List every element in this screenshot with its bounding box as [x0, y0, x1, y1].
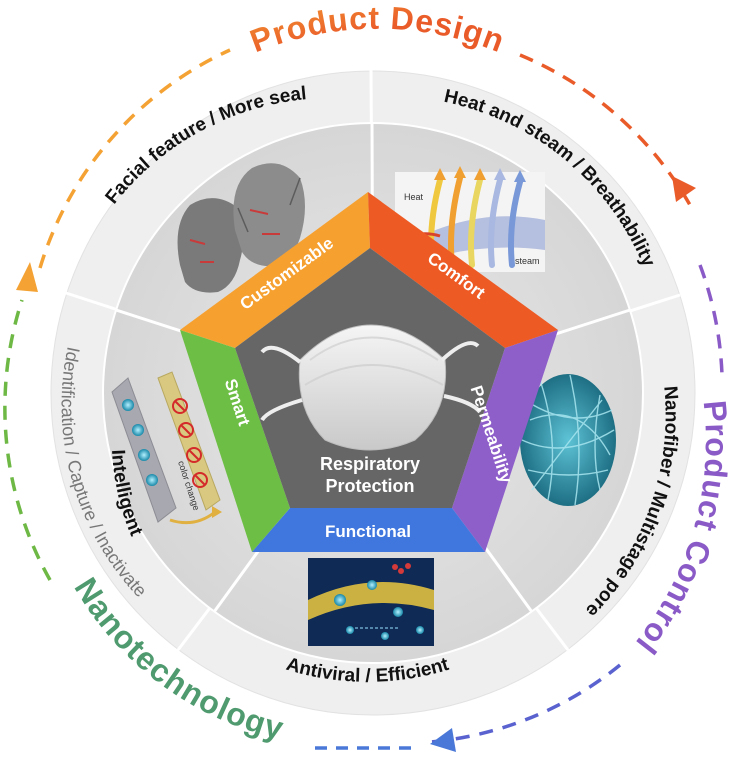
heat-label: Heat: [404, 192, 424, 202]
center-label-line1: Respiratory: [320, 454, 420, 474]
svg-text:Product Design: Product Design: [245, 0, 510, 59]
steam-label: steam: [515, 256, 540, 266]
arrow-orange-icon: [16, 262, 38, 292]
arrow-blue-icon: [430, 728, 456, 752]
functional-label: Functional: [325, 522, 411, 541]
heads-image: [177, 163, 305, 293]
pentagon-band-customizable: [180, 192, 370, 348]
pentagon-band-permeability: [452, 330, 558, 552]
pentagon-band-comfort: [368, 192, 558, 348]
pentagon-band-functional: [252, 508, 485, 552]
nanofiber-image: [520, 374, 616, 506]
pentagon-band-smart: [180, 330, 290, 552]
mask-image: [260, 324, 482, 451]
arrow-red-icon: [672, 176, 696, 202]
intelligent-image: color change: [111, 371, 222, 525]
center-label-line2: Protection: [325, 476, 414, 496]
antiviral-image: [308, 558, 434, 646]
product-design-label: Product Design: [245, 0, 509, 59]
